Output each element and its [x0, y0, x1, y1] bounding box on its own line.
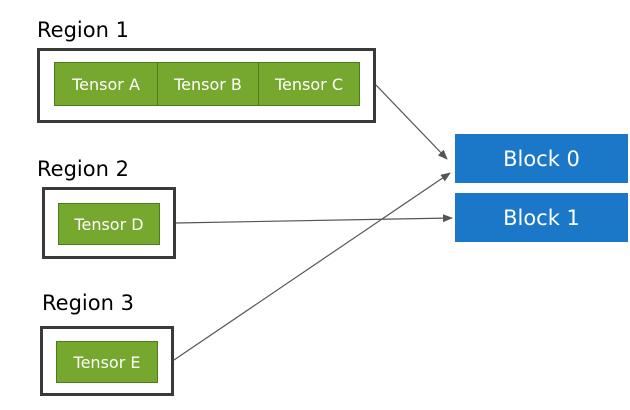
tensor-b: Tensor B: [157, 62, 259, 106]
tensor-d: Tensor D: [58, 203, 160, 245]
arrow-region1-to-block0: [375, 84, 448, 160]
tensor-e: Tensor E: [56, 341, 158, 383]
block-1: Block 1: [455, 193, 628, 242]
block-0: Block 0: [455, 134, 628, 183]
region-2-label: Region 2: [37, 157, 129, 181]
arrow-region3-to-block0: [173, 172, 451, 361]
region-1-label: Region 1: [37, 18, 129, 42]
arrow-region2-to-block1: [175, 214, 453, 224]
tensor-a: Tensor A: [54, 62, 158, 106]
tensor-c: Tensor C: [258, 62, 360, 106]
region-3-label: Region 3: [42, 291, 134, 315]
